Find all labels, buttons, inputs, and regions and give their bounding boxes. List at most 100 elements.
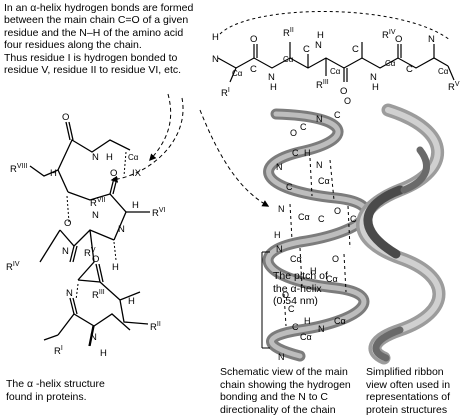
extended-chain	[217, 11, 455, 83]
atom-c: C	[292, 148, 299, 158]
atom-calpha: Cα	[300, 332, 312, 342]
caption-right: Simplified ribbon view often used in rep…	[366, 366, 450, 416]
residue-r8: RVIII	[10, 163, 27, 175]
connector-arrows	[110, 93, 270, 207]
atom-n: N	[315, 40, 322, 51]
atom-h: H	[212, 32, 219, 43]
intro-line: In an α-helix hydrogen bonds are formed	[4, 2, 194, 14]
pitch-bracket	[261, 251, 270, 349]
atom-o: O	[92, 254, 99, 265]
atom-calpha: Cα	[385, 59, 396, 68]
atom-c: Cα	[334, 316, 346, 326]
atom-calpha: Cα	[318, 176, 330, 186]
caption-left: The α -helix structure found in proteins…	[6, 378, 105, 403]
atom-c: Cα	[326, 274, 338, 284]
atom-n: N	[66, 288, 73, 299]
atom-h: H	[106, 152, 113, 163]
intro-line: Thus residue I is hydrogen bonded to	[4, 51, 178, 64]
atom-h: H	[372, 82, 379, 93]
atom-o: O	[344, 96, 351, 106]
residue-r4: RIV	[382, 29, 396, 41]
schematic-helix-labels: O C N C O C H N Cα N C N Cα C O Cα H N C…	[274, 96, 362, 362]
caption-line: bonding and the N to C	[220, 391, 328, 404]
atom-calpha: Cα	[330, 67, 341, 76]
atom-n: N	[90, 332, 97, 343]
atom-o: O	[282, 290, 289, 300]
atom-n: N	[276, 244, 283, 254]
intro-text: In an α-helix hydrogen bonds are formed …	[4, 2, 209, 76]
atom-h: H	[112, 262, 119, 273]
atom-n: N	[268, 72, 275, 83]
spacer: O	[66, 293, 67, 295]
atom-n: N	[92, 210, 99, 221]
atom-h: H	[50, 168, 57, 179]
atom-h: H	[132, 200, 139, 211]
atom-c: C	[286, 182, 293, 192]
atom-n: N	[316, 160, 323, 170]
atom-n: N	[62, 246, 69, 257]
caption-line: found in proteins.	[6, 390, 87, 403]
atom-n: N	[118, 224, 125, 235]
atom-h: H	[317, 30, 324, 41]
caption-line: representations of	[366, 391, 451, 404]
caption-middle: Schematic view of the main chain showing…	[220, 366, 351, 416]
residue-r2: RII	[150, 321, 161, 333]
intro-line: four residues along the chain.	[4, 39, 142, 52]
atom-calpha: Cα	[128, 153, 139, 162]
atom-o: O	[395, 34, 402, 45]
caption-line: chain showing the hydrogen	[220, 378, 351, 391]
atom-calpha: Cα	[438, 67, 449, 76]
atom-n: N	[370, 72, 377, 83]
atom-calpha: Cα	[283, 55, 294, 64]
caption-line: protein structures	[366, 403, 448, 416]
atom-n: N	[316, 114, 323, 124]
extended-chain-labels: H N Cα RI O C N H RII Cα C N H Cα RIII O…	[212, 27, 460, 99]
caption-line: Schematic view of the main	[220, 366, 348, 378]
residue-r3: RIII	[92, 289, 105, 301]
residue-r1: RI	[221, 87, 230, 99]
atom-h: H	[100, 348, 107, 359]
schematic-helix-ribbon	[262, 108, 372, 362]
pitch-line: The pitch of	[273, 270, 328, 282]
atom-c: C	[334, 110, 341, 120]
atom-o: O	[64, 218, 71, 229]
residue-r1: RI	[54, 345, 63, 357]
intro-line: residue and the N–H of the amino acid	[4, 26, 184, 39]
atom-o: O	[340, 86, 347, 97]
arrow-to-left-helix-2	[110, 97, 184, 183]
residue-r5: RV	[84, 247, 96, 259]
atom-h: H	[310, 266, 317, 276]
atom-n: N	[92, 152, 99, 163]
atom-calpha: Cα	[232, 69, 243, 78]
atom-c: C	[288, 304, 295, 314]
schematic-hbonds	[283, 157, 351, 327]
simplified-ribbon	[356, 103, 446, 365]
atom-n: N	[212, 54, 219, 65]
intro-line: between the main chain C=O of a given	[4, 14, 189, 27]
atom-n: N	[318, 324, 325, 334]
atom-h: H	[128, 296, 135, 307]
atom-c: C	[300, 122, 307, 132]
residue-r3: RIII	[316, 79, 329, 91]
atom-o: O	[334, 206, 341, 216]
atom-n: N	[276, 162, 283, 172]
atom-c: C	[303, 44, 310, 55]
atom-c: C	[250, 64, 257, 75]
residue-r7: RVII	[90, 197, 105, 209]
left-helix-labels: O N H Cα IX RVIII H O O RVII N N H RVI N…	[6, 112, 166, 359]
atom-calpha: Cα	[298, 212, 310, 222]
caption-line: directionality of the chain	[220, 403, 336, 416]
atom-n: N	[278, 352, 285, 362]
atom-h: H	[270, 82, 277, 93]
backbone-zigzag	[217, 57, 449, 69]
arrow-to-middle-helix	[199, 109, 270, 207]
atom-calpha: Cα	[290, 254, 302, 264]
atom-o: O	[250, 34, 257, 45]
atom-o: O	[62, 112, 69, 123]
atom-o: O	[290, 128, 297, 138]
arrow-to-left-helix	[149, 93, 172, 162]
pitch-label: The pitch of the α-helix (0.54 nm)	[273, 270, 328, 308]
schematic-helix	[262, 108, 372, 362]
residue-r5: RV	[448, 81, 460, 93]
